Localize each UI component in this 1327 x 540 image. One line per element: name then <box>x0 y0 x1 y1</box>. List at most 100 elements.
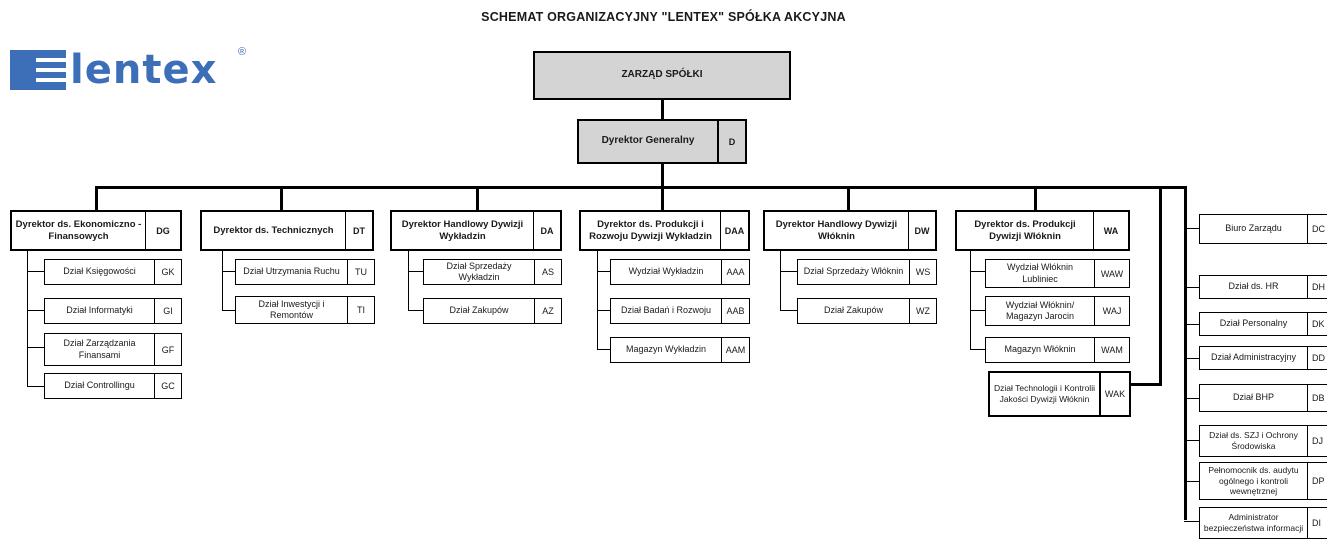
staff-connector <box>1184 358 1200 359</box>
unit-label: Dział Zarządzania Finansami <box>63 338 136 360</box>
dw-sub-bus <box>780 250 781 310</box>
wa-sub-connector <box>970 271 986 272</box>
staff-box-dj: Dział ds. SZJ i Ochrony Środowiska DJ <box>1199 425 1327 457</box>
board-label: ZARZĄD SPÓŁKI <box>621 69 703 81</box>
unit-label: Magazyn Wykładzin <box>626 344 706 355</box>
staff-code: DD <box>1307 347 1327 369</box>
connector-dw <box>847 186 850 212</box>
wa-sub-connector <box>970 349 986 350</box>
unit-box-wak: Dział Technologii i Kontrolii Jakości Dy… <box>988 371 1131 417</box>
staff-code: DP <box>1307 463 1327 499</box>
unit-code: WAJ <box>1094 297 1129 325</box>
director-label: Dyrektor ds. Produkcji i Rozwoju Dywizji… <box>589 218 712 242</box>
unit-code: AS <box>534 260 561 284</box>
staff-label: Dział ds. SZJ i Ochrony Środowiska <box>1209 430 1298 451</box>
connector-general-bus <box>661 163 664 187</box>
unit-code: GF <box>154 334 181 365</box>
director-label: Dyrektor ds. Produkcji Dywizji Włóknin <box>974 218 1076 242</box>
chart-title: SCHEMAT ORGANIZACYJNY "LENTEX" SPÓŁKA AK… <box>481 10 846 24</box>
staff-box-di: Administrator bezpieczeństwa informacji … <box>1199 507 1327 539</box>
unit-code: AAB <box>721 299 749 323</box>
unit-box-ti: Dział Inwestycji i Remontów TI <box>235 296 375 324</box>
director-code: DW <box>908 212 935 249</box>
staff-code: DJ <box>1307 426 1327 456</box>
da-sub-bus <box>408 250 409 310</box>
director-code: DA <box>533 212 560 249</box>
staff-code: DK <box>1307 313 1327 335</box>
unit-code: AAM <box>721 338 749 362</box>
director-code: DG <box>145 212 180 249</box>
unit-box-gi: Dział Informatyki GI <box>44 298 182 324</box>
staff-code: DH <box>1307 276 1327 298</box>
unit-label: Dział Badań i Rozwoju <box>620 305 712 316</box>
da-sub-connector <box>408 310 424 311</box>
connector-dg <box>95 186 98 212</box>
dt-sub-bus <box>222 250 223 310</box>
director-box-dg: Dyrektor ds. Ekonomiczno - Finansowych D… <box>10 210 182 251</box>
dg-sub-connector <box>27 386 45 387</box>
staff-box-dd: Dział Administracyjny DD <box>1199 346 1327 370</box>
connector-board-general <box>661 100 664 120</box>
dg-sub-connector <box>27 347 45 348</box>
director-box-dw: Dyrektor Handlowy Dywizji Włóknin DW <box>763 210 937 251</box>
unit-box-aab: Dział Badań i Rozwoju AAB <box>610 298 750 324</box>
staff-label: Dział BHP <box>1232 392 1274 403</box>
dg-sub-connector <box>27 271 45 272</box>
unit-box-tu: Dział Utrzymania Ruchu TU <box>235 259 375 285</box>
daa-sub-bus <box>597 250 598 349</box>
unit-box-as: Dział Sprzedaży Wykładzin AS <box>423 259 562 285</box>
connector-wak-vertical <box>1159 186 1162 385</box>
director-code: DAA <box>720 212 748 249</box>
unit-box-aam: Magazyn Wykładzin AAM <box>610 337 750 363</box>
director-label: Dyrektor Handlowy Dywizji Włóknin <box>775 218 898 242</box>
unit-label: Dział Zakupów <box>449 305 509 316</box>
staff-connector <box>1184 228 1200 229</box>
daa-sub-connector <box>597 349 611 350</box>
unit-box-ws: Dział Sprzedaży Włóknin WS <box>797 259 937 285</box>
wak-code: WAK <box>1099 373 1129 415</box>
staff-box-db: Dział BHP DB <box>1199 384 1327 412</box>
unit-label: Dział Sprzedaży Wykładzin <box>446 260 512 282</box>
unit-box-gc: Dział Controllingu GC <box>44 373 182 399</box>
unit-label: Dział Inwestycji i Remontów <box>258 298 325 320</box>
unit-label: Dział Zakupów <box>823 305 884 316</box>
connector-wa <box>1034 186 1037 212</box>
director-box-da: Dyrektor Handlowy Dywizji Wykładzin DA <box>390 210 562 251</box>
wa-sub-bus <box>970 250 971 349</box>
company-logo: lentex ® <box>10 44 250 100</box>
unit-box-az: Dział Zakupów AZ <box>423 298 562 324</box>
unit-code: AAA <box>721 260 749 284</box>
unit-code: GK <box>154 260 181 284</box>
daa-sub-connector <box>597 310 611 311</box>
connector-dt <box>280 186 283 212</box>
main-horizontal-bus <box>95 186 1186 189</box>
director-label: Dyrektor ds. Technicznych <box>213 224 334 236</box>
connector-wak-horizontal <box>1100 383 1162 386</box>
dw-sub-connector <box>780 271 798 272</box>
staff-connector <box>1184 398 1200 399</box>
staff-connector <box>1184 521 1200 522</box>
general-director-label: Dyrektor Generalny <box>601 135 695 147</box>
dg-sub-connector <box>27 310 45 311</box>
staff-vertical-bus <box>1184 186 1187 520</box>
unit-code: WAW <box>1094 260 1129 287</box>
unit-box-wz: Dział Zakupów WZ <box>797 298 937 324</box>
logo-mark-icon <box>10 50 66 90</box>
unit-label: Dział Informatyki <box>66 305 133 316</box>
director-box-wa: Dyrektor ds. Produkcji Dywizji Włóknin W… <box>955 210 1130 251</box>
unit-label: Magazyn Włóknin <box>1004 344 1076 355</box>
staff-label: Dział Administracyjny <box>1210 352 1297 363</box>
staff-label: Biuro Zarządu <box>1225 223 1282 234</box>
director-box-dt: Dyrektor ds. Technicznych DT <box>200 210 374 251</box>
unit-box-wam: Magazyn Włóknin WAM <box>985 337 1130 363</box>
staff-box-dk: Dział Personalny DK <box>1199 312 1327 336</box>
unit-code: WS <box>909 260 936 284</box>
unit-code: TI <box>347 297 374 323</box>
unit-code: TU <box>347 260 374 284</box>
director-code: WA <box>1093 212 1128 249</box>
staff-label: Pełnomocnik ds. audytu ogólnego i kontro… <box>1208 465 1299 497</box>
unit-label: Wydział Włóknin/ Magazyn Jarocin <box>1005 299 1075 321</box>
staff-connector <box>1184 287 1200 288</box>
board-box: ZARZĄD SPÓŁKI <box>533 51 791 100</box>
unit-box-waj: Wydział Włóknin/ Magazyn Jarocin WAJ <box>985 296 1130 326</box>
